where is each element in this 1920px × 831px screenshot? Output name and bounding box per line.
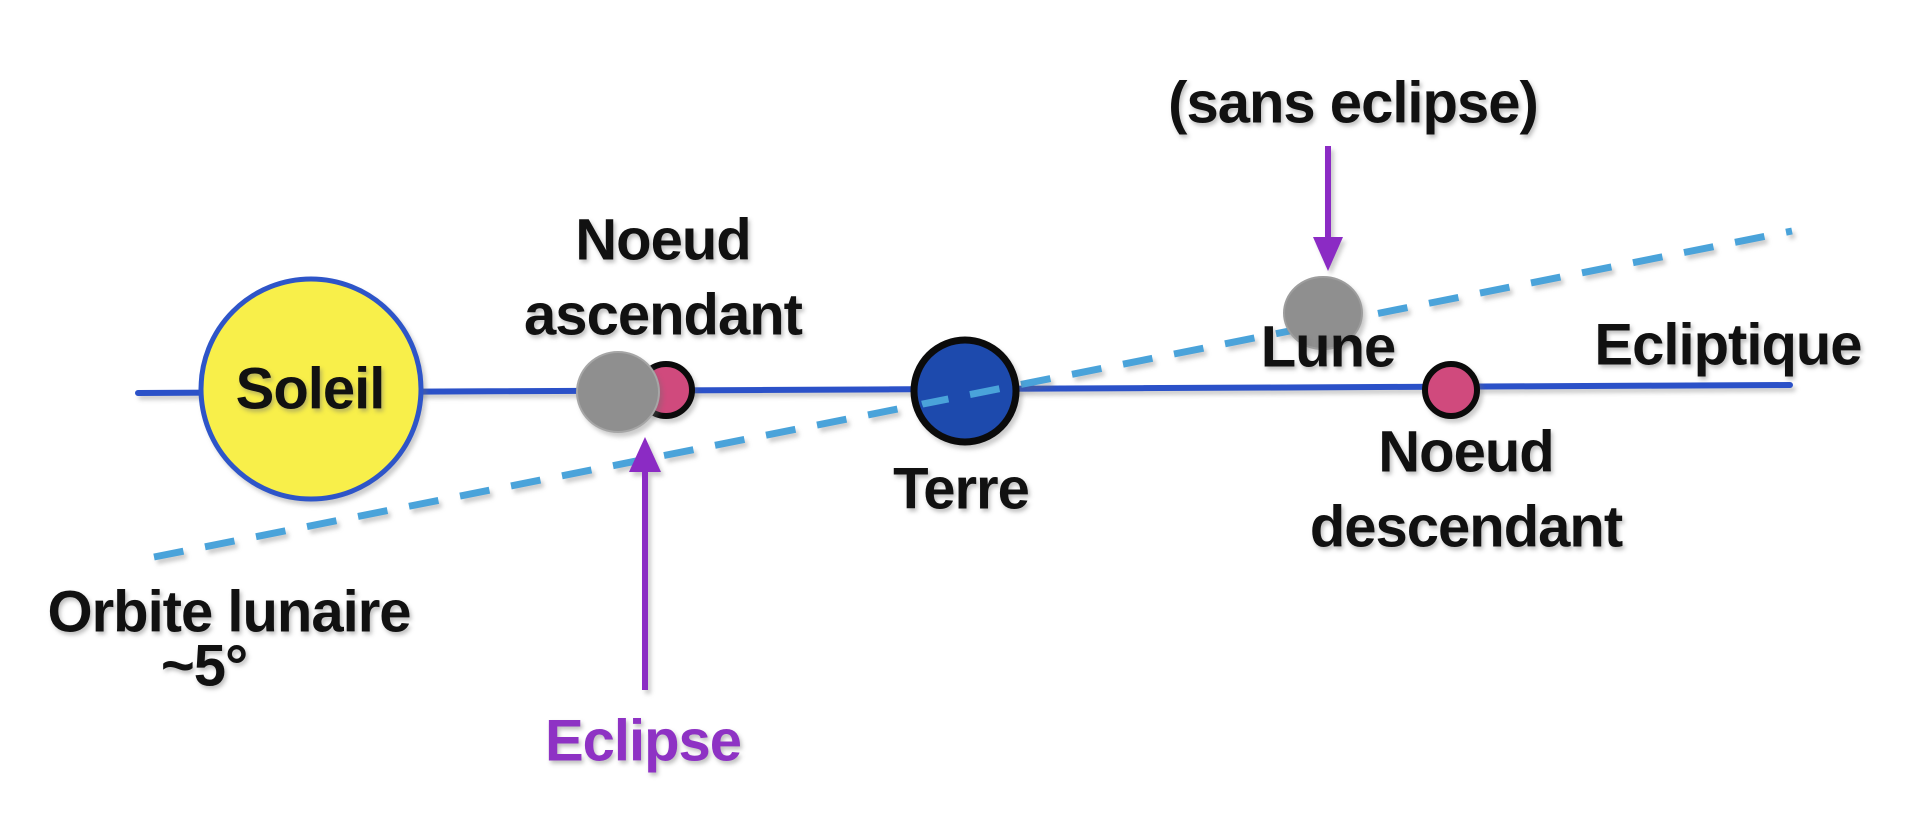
moon-circle	[1283, 276, 1363, 350]
ecliptic-label: Ecliptique	[1594, 312, 1862, 378]
descending-node-label: Noeud descendant	[1309, 419, 1623, 560]
lunar-orbit-line-over-earth	[920, 347, 1010, 435]
moon-label: Lune	[1260, 314, 1397, 380]
no-eclipse-arrow	[1313, 146, 1343, 271]
moon-without-eclipse-label: (sans eclipse)	[1168, 70, 1539, 136]
ascending-node-label: Noeud ascendant	[524, 207, 803, 348]
sun-label: Soleil	[235, 356, 386, 422]
moon-at-ascending-node-circle	[576, 351, 660, 433]
lunar-orbit-angle-label: ~5°	[160, 633, 248, 699]
earth-label: Terre	[893, 456, 1030, 522]
sun-circle	[198, 276, 424, 502]
earth-circle	[910, 336, 1020, 446]
descending-node-circle	[1422, 361, 1480, 419]
eclipse-label: Eclipse	[544, 708, 742, 774]
eclipse-arrow	[629, 437, 661, 690]
lunar-orbit-label: Orbite lunaire	[47, 579, 411, 645]
